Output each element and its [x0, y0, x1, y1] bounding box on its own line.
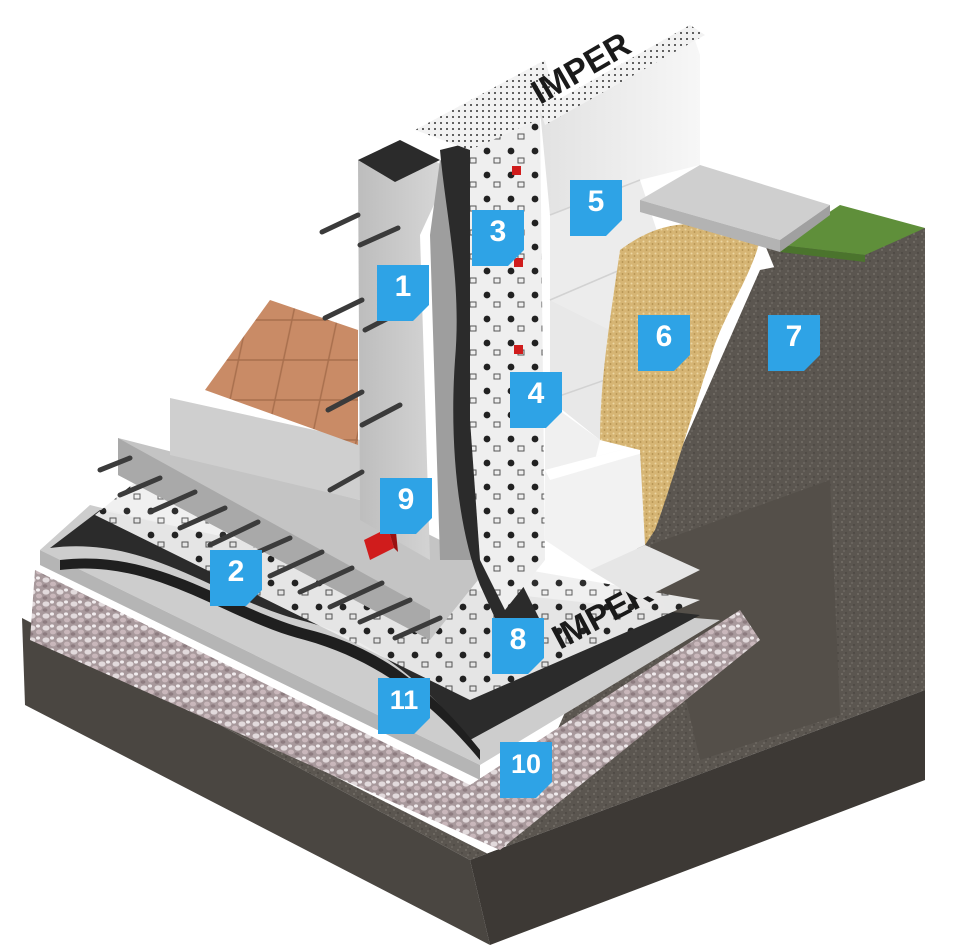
callout-8: 8	[492, 618, 544, 674]
callout-5: 5	[570, 180, 622, 236]
red-waterstop	[364, 528, 398, 560]
callout-7: 7	[768, 315, 820, 371]
callout-3: 3	[472, 210, 524, 266]
callout-11: 11	[378, 678, 430, 734]
vertical-bitumen-membrane	[440, 140, 540, 640]
gravel-backfill	[600, 223, 760, 545]
wall-rebar	[319, 212, 403, 493]
callout-10: 10	[500, 742, 552, 798]
pebble-drainage-layer	[30, 570, 760, 850]
callout-2: 2	[210, 550, 262, 606]
callout-9: 9	[380, 478, 432, 534]
callout-1: 1	[377, 265, 429, 321]
foot-insulation-block	[545, 445, 700, 600]
floor-slab	[118, 398, 490, 640]
grass-strip	[780, 205, 925, 262]
slab-rebar	[97, 455, 443, 641]
floor-tiles	[205, 300, 358, 445]
soil-block	[22, 228, 925, 945]
callout-4: 4	[510, 372, 562, 428]
callout-6: 6	[638, 315, 690, 371]
pavement-slab	[640, 165, 830, 252]
